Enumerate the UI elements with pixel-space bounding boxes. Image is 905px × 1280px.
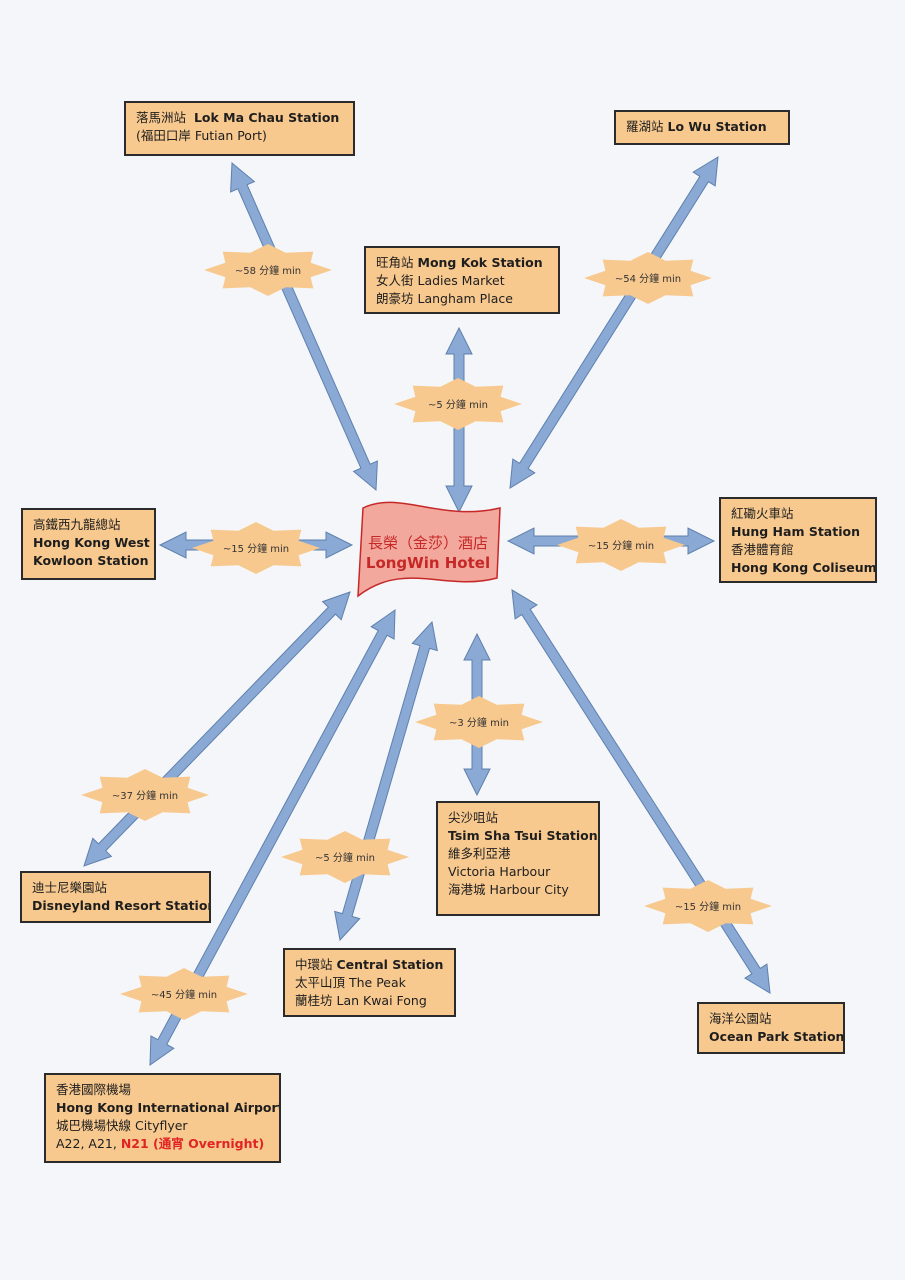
travel-time-label: ~58 分鐘 min <box>235 264 301 277</box>
overnight-route: N21 (通宵 Overnight) <box>120 1136 265 1151</box>
route-arrow-airport-icon <box>149 609 396 1066</box>
destination-disneyland: 迪士尼樂園站 Disneyland Resort Station <box>20 871 211 923</box>
hotel-banner: 長榮（金莎）酒店 LongWin Hotel <box>357 501 501 598</box>
attraction-1: 女人街 Ladies Market <box>376 273 505 288</box>
destination-lo-wu: 羅湖站 Lo Wu Station <box>614 110 790 145</box>
attraction-1: 太平山頂 The Peak <box>295 975 406 990</box>
station-name-cn: 尖沙咀站 <box>448 810 499 825</box>
attraction-1-cn: 維多利亞港 <box>448 846 511 861</box>
station-name-cn: 旺角站 <box>376 255 414 270</box>
time-badge-lok-ma-chau: ~58 分鐘 min <box>204 244 332 296</box>
star-burst-icon <box>192 522 320 574</box>
time-badge-disneyland: ~37 分鐘 min <box>81 769 209 821</box>
attraction-cn: 香港體育館 <box>731 542 794 557</box>
destination-hk-west-kowloon: 高鐵西九龍總站 Hong Kong West Kowloon Station <box>21 508 156 580</box>
route-arrow-central-icon <box>334 620 438 942</box>
time-badge-airport: ~45 分鐘 min <box>120 968 248 1020</box>
destination-central: 中環站 Central Station 太平山頂 The Peak 蘭桂坊 La… <box>283 948 456 1017</box>
time-badge-ocean-park: ~15 分鐘 min <box>644 880 772 932</box>
time-badge-hk-west-kowloon: ~15 分鐘 min <box>192 522 320 574</box>
destination-hung-hom: 紅磡火車站 Hung Ham Station 香港體育館 Hong Kong C… <box>719 497 877 583</box>
station-name-cn: 迪士尼樂園站 <box>32 880 108 895</box>
route-arrow-lok-ma-chau-icon <box>230 161 378 492</box>
route-arrow-disneyland-icon <box>83 591 351 867</box>
star-burst-icon <box>394 378 522 430</box>
station-name-cn: 中環站 <box>295 957 333 972</box>
travel-time-label: ~45 分鐘 min <box>151 988 217 1001</box>
travel-time-label: ~3 分鐘 min <box>449 716 509 729</box>
star-burst-icon <box>120 968 248 1020</box>
bus-service: 城巴機場快線 Cityflyer <box>56 1118 188 1133</box>
time-badge-tsim-sha-tsui: ~3 分鐘 min <box>415 696 543 748</box>
station-name-en: Lok Ma Chau Station <box>193 110 340 125</box>
travel-time-label: ~15 分鐘 min <box>675 900 741 913</box>
station-name-en: Hung Ham Station <box>731 524 860 539</box>
station-name-en: Ocean Park Station <box>709 1029 845 1044</box>
destination-ocean-park: 海洋公園站 Ocean Park Station <box>697 1002 845 1054</box>
attraction-2: 蘭桂坊 Lan Kwai Fong <box>295 993 427 1008</box>
star-burst-icon <box>81 769 209 821</box>
star-burst-icon <box>415 696 543 748</box>
station-name-en: Tsim Sha Tsui Station <box>448 828 598 843</box>
attraction-en: Hong Kong Coliseum <box>731 560 877 575</box>
destination-tsim-sha-tsui: 尖沙咀站 Tsim Sha Tsui Station 維多利亞港 Victori… <box>436 801 600 916</box>
station-name-en: Central Station <box>336 957 444 972</box>
station-name-cn: 香港國際機場 <box>56 1082 132 1097</box>
attraction-2: 朗豪坊 Langham Place <box>376 291 513 306</box>
time-badge-lo-wu: ~54 分鐘 min <box>584 252 712 304</box>
attraction-2: 海港城 Harbour City <box>448 882 569 897</box>
attraction-1-en: Victoria Harbour <box>448 864 551 879</box>
travel-time-label: ~5 分鐘 min <box>315 851 375 864</box>
destination-mong-kok: 旺角站 Mong Kok Station 女人街 Ladies Market 朗… <box>364 246 560 314</box>
star-burst-icon <box>281 831 409 883</box>
star-burst-icon <box>557 519 685 571</box>
time-badge-hung-hom: ~15 分鐘 min <box>557 519 685 571</box>
station-name-cn: 海洋公園站 <box>709 1011 772 1026</box>
travel-time-label: ~5 分鐘 min <box>428 398 488 411</box>
station-name-cn: 羅湖站 <box>626 119 664 134</box>
destination-airport: 香港國際機場 Hong Kong International Airport 城… <box>44 1073 281 1163</box>
bus-routes: A22, A21, <box>56 1136 121 1151</box>
route-arrow-ocean-park-icon <box>511 589 771 994</box>
station-name-en: Lo Wu Station <box>667 119 767 134</box>
hotel-name-cn: 長榮（金莎）酒店 <box>368 534 488 552</box>
travel-time-label: ~37 分鐘 min <box>112 789 178 802</box>
star-burst-icon <box>644 880 772 932</box>
time-badge-layer: ~58 分鐘 min ~54 分鐘 min ~5 分鐘 min ~15 分鐘 min ~… <box>81 244 772 1020</box>
hotel-name-en: LongWin Hotel <box>366 554 490 572</box>
star-burst-icon <box>204 244 332 296</box>
travel-time-label: ~54 分鐘 min <box>615 272 681 285</box>
travel-time-label: ~15 分鐘 min <box>588 539 654 552</box>
station-note: (福田口岸 Futian Port) <box>136 128 267 143</box>
time-badge-mong-kok: ~5 分鐘 min <box>394 378 522 430</box>
destination-lok-ma-chau: 落馬洲站 Lok Ma Chau Station (福田口岸 Futian Po… <box>124 101 355 156</box>
station-name-en: Hong Kong International Airport <box>56 1100 281 1115</box>
station-name-cn: 落馬洲站 <box>136 110 187 125</box>
time-badge-central: ~5 分鐘 min <box>281 831 409 883</box>
route-arrow-lo-wu-icon <box>509 156 719 489</box>
station-name-en: Mong Kok Station <box>417 255 543 270</box>
banner-flag-icon <box>357 501 501 598</box>
station-name-en-2: Kowloon Station <box>33 553 149 568</box>
station-name-en-1: Hong Kong West <box>33 535 150 550</box>
travel-time-label: ~15 分鐘 min <box>223 542 289 555</box>
station-name-cn: 高鐵西九龍總站 <box>33 517 121 532</box>
station-name-en: Disneyland Resort Station <box>32 898 211 913</box>
station-name-cn: 紅磡火車站 <box>731 506 794 521</box>
star-burst-icon <box>584 252 712 304</box>
